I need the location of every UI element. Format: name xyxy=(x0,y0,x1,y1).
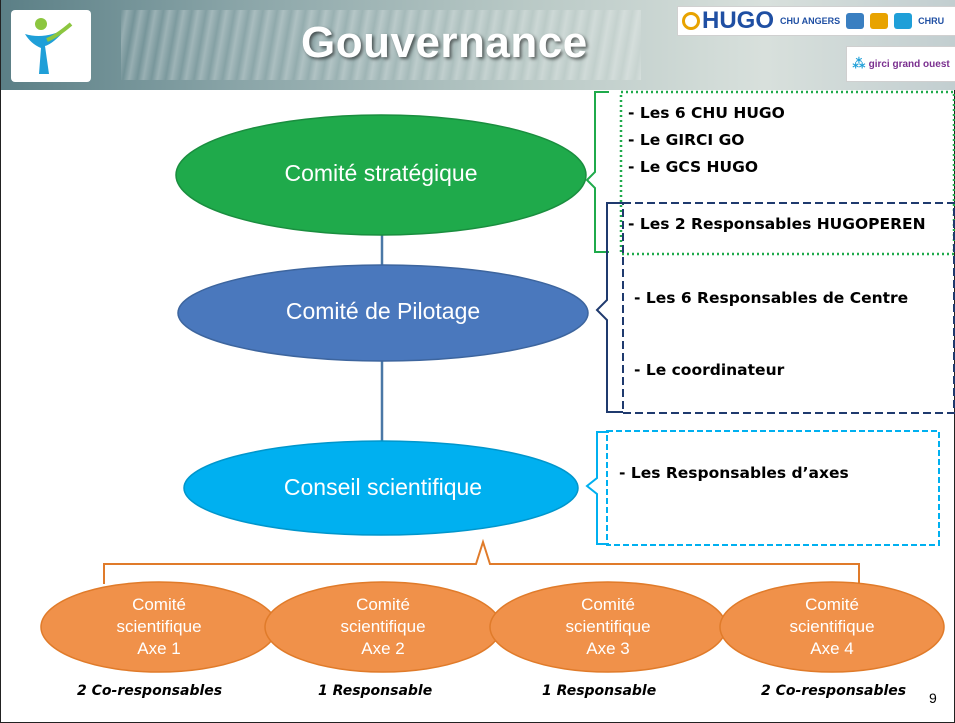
hospital-logo-icon xyxy=(870,13,889,29)
axe-4-shape xyxy=(719,581,945,673)
shared-member-item: - Les 2 Responsables HUGOPEREN xyxy=(628,215,926,233)
banner-decoration xyxy=(121,10,641,80)
comite-strategique-label: Comité stratégique xyxy=(284,160,478,186)
axe-1-caption: 2 Co-responsables xyxy=(77,683,223,699)
chu-angers-logo-icon: CHU ANGERS xyxy=(780,15,841,26)
green-brace xyxy=(585,91,609,253)
hugo-logo-icon: HUGO xyxy=(682,7,774,35)
comite-pilotage-shape xyxy=(177,264,589,362)
pilotage-member-item: - Le coordinateur xyxy=(634,361,785,379)
partner-logos-strip: HUGO CHU ANGERS CHRU xyxy=(677,6,955,36)
header-banner: Gouvernance HUGO CHU ANGERS CHRU ⁂girci … xyxy=(1,0,955,90)
pilotage-list-box xyxy=(622,202,955,414)
orange-brace xyxy=(103,538,860,584)
person-logo-icon xyxy=(11,10,91,82)
pilotage-member-item: - Les 6 Responsables de Centre xyxy=(634,289,909,307)
conseil-list-box xyxy=(606,430,940,546)
axe-2-caption: 1 Responsable xyxy=(318,683,433,699)
hospital-logo-icon xyxy=(846,13,865,29)
chru-logo-icon: CHRU xyxy=(918,15,945,26)
conseil-scientifique-label: Conseil scientifique xyxy=(283,474,483,500)
comite-strategique-shape xyxy=(175,114,587,236)
list-item: - Les 6 CHU HUGO xyxy=(628,104,785,122)
page-number: 9 xyxy=(929,690,937,706)
girci-logo-icon: ⁂girci grand ouest xyxy=(846,46,955,82)
axe-3-caption: 1 Responsable xyxy=(542,683,657,699)
list-item: - Le GCS HUGO xyxy=(628,158,759,176)
navy-brace xyxy=(595,202,623,413)
comite-pilotage-label: Comité de Pilotage xyxy=(285,298,481,324)
strategique-members-list: - Les 6 CHU HUGO - Le GIRCI GO - Le GCS … xyxy=(628,100,785,181)
conseil-scientifique-shape xyxy=(183,440,579,536)
cyan-brace xyxy=(585,431,609,545)
list-item: - Le GIRCI GO xyxy=(628,131,745,149)
axe-4-caption: 2 Co-responsables xyxy=(761,683,907,699)
strategique-list-box xyxy=(619,90,955,256)
slide-title: Gouvernance xyxy=(301,18,588,67)
hospital-logo-icon xyxy=(894,13,913,29)
conseil-member-item: - Les Responsables d’axes xyxy=(619,464,849,482)
